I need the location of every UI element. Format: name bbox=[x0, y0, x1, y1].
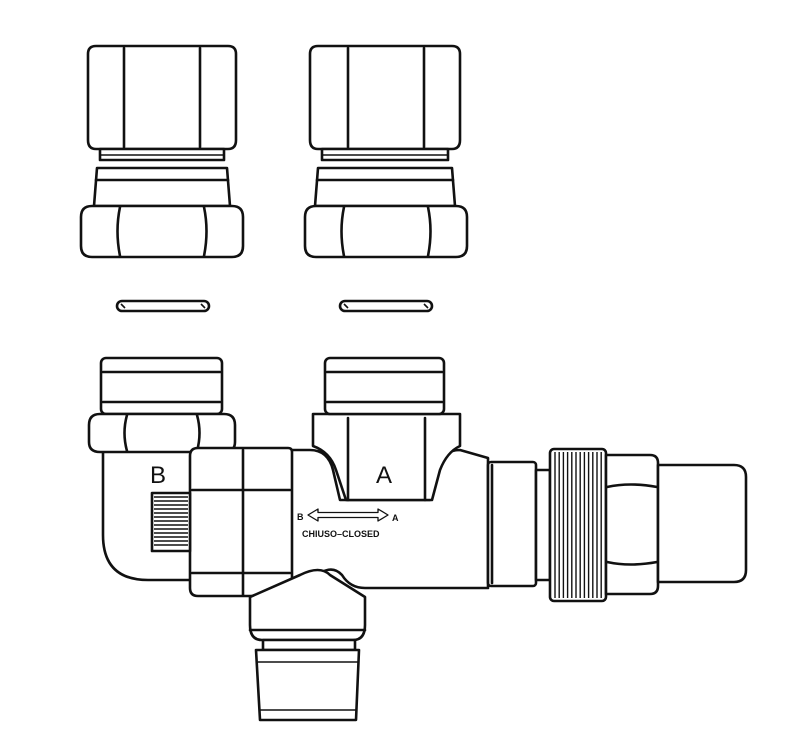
port-b-label: B bbox=[150, 462, 166, 489]
knurled-knob-ribs bbox=[154, 496, 188, 546]
port-a-label: A bbox=[376, 462, 392, 489]
direction-arrow-b-label: B bbox=[297, 512, 304, 522]
valve-body bbox=[87, 356, 748, 722]
handwheel-ribs bbox=[554, 452, 602, 598]
left-compression-nut bbox=[79, 44, 245, 259]
double-arrow-icon bbox=[307, 508, 389, 522]
right-compression-nut bbox=[303, 44, 469, 259]
direction-arrow-a-label: A bbox=[392, 513, 399, 523]
closed-position-label: CHIUSO–CLOSED bbox=[302, 529, 380, 539]
left-ferrule-ring bbox=[115, 299, 211, 313]
right-ferrule-ring bbox=[338, 299, 434, 313]
flow-direction-indicator: B A CHIUSO–CLOSED bbox=[297, 508, 399, 539]
